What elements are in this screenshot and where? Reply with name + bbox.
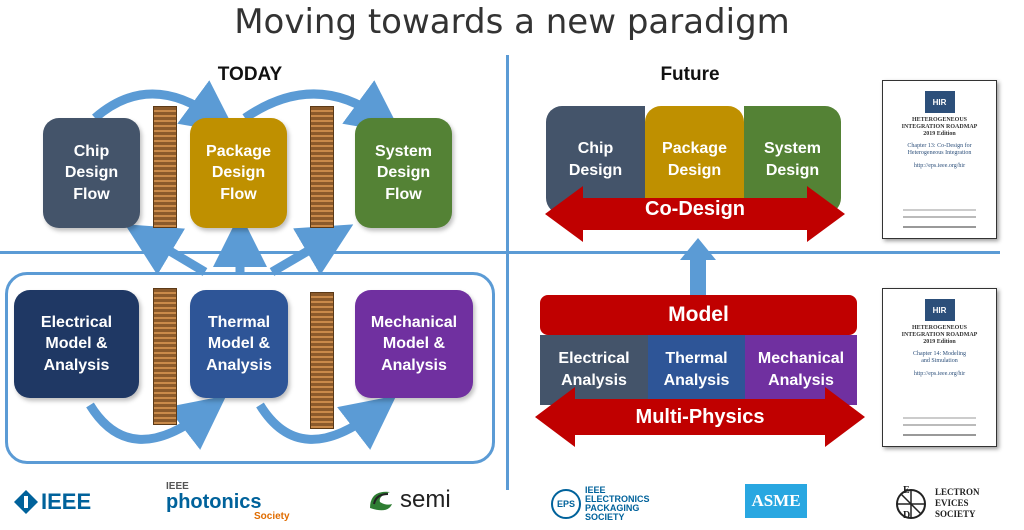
future-label: Future (660, 64, 720, 85)
roadmap-document-modeling[interactable]: HIR HETEROGENEOUS INTEGRATION ROADMAP 20… (882, 288, 997, 447)
asme-logo[interactable]: ASME (745, 484, 807, 518)
eps-text-line: ELECTRONICS (585, 494, 650, 504)
doc-divider (903, 424, 976, 426)
ieee-logo[interactable]: IEEE (14, 487, 91, 517)
roadmap-document-codesign[interactable]: HIR HETEROGENEOUS INTEGRATION ROADMAP 20… (882, 80, 997, 239)
svg-text:E: E (903, 485, 910, 496)
future-system-design-box: System Design (744, 106, 841, 214)
model-bar: Model (540, 295, 857, 335)
today-flow-arrows (86, 80, 402, 450)
hir-logo-icon: HIR (924, 91, 955, 113)
codesign-arrow (545, 186, 845, 242)
arrow-up-left (124, 224, 208, 276)
eps-badge-icon: EPS (551, 489, 581, 519)
multiphysics-label: Multi-Physics (635, 406, 765, 428)
doc-url: http://eps.ieee.org/hir (913, 371, 966, 377)
multiphysics-arrow (535, 387, 865, 447)
doc-url: http://eps.ieee.org/hir (913, 163, 966, 169)
arrow-up-right (269, 224, 354, 276)
photonics-society-logo[interactable]: IEEE photonics Society (166, 482, 290, 522)
eds-text-line: EVICES (935, 497, 969, 508)
codesign-label: Co-Design (645, 198, 745, 220)
svg-text:D: D (903, 510, 910, 521)
doc-heading: HETEROGENEOUS INTEGRATION ROADMAP 2019 E… (901, 325, 978, 346)
doc-divider (903, 434, 976, 436)
model-to-design-arrow (680, 238, 716, 298)
eps-text-line: SOCIETY (585, 512, 625, 522)
hir-logo-icon: HIR (924, 299, 955, 321)
semi-logo[interactable]: semi (366, 484, 451, 516)
arrow-chip-to-package (92, 80, 237, 135)
package-design-flow-box: Package Design Flow (190, 118, 287, 228)
future-electrical-analysis: Electrical Analysis (540, 335, 648, 405)
doc-heading: HETEROGENEOUS INTEGRATION ROADMAP 2019 E… (901, 117, 978, 138)
ieee-logo-text: IEEE (41, 489, 92, 514)
doc-divider (903, 216, 976, 218)
arrow-thermal-to-mechanical (256, 395, 397, 450)
doc-divider (903, 209, 976, 211)
vertical-divider (506, 55, 509, 490)
eds-text-line: SOCIETY (935, 508, 976, 519)
future-thermal-analysis: Thermal Analysis (648, 335, 745, 405)
interface-bar (153, 106, 177, 228)
today-label: TODAY (217, 64, 283, 85)
mechanical-model-box: Mechanical Model & Analysis (355, 290, 473, 398)
doc-divider (903, 417, 976, 419)
page-title: Moving towards a new paradigm (234, 2, 790, 42)
arrow-electrical-to-thermal (86, 395, 227, 450)
eds-text-line: LECTRON (935, 486, 980, 497)
analysis-container (5, 272, 495, 464)
eps-text-line: PACKAGING (585, 503, 640, 513)
doc-chapter: Chapter 13: Co-Design for Heterogeneous … (907, 143, 972, 157)
interface-bar (310, 292, 334, 429)
horizontal-divider (0, 251, 1000, 254)
electrical-model-box: Electrical Model & Analysis (14, 290, 139, 398)
interface-bar (310, 106, 334, 228)
photonics-main-text: photonics (166, 491, 262, 513)
electron-devices-society-logo[interactable]: E D LECTRON EVICES SOCIETY (893, 484, 980, 522)
eps-text-line: IEEE (585, 485, 606, 495)
chip-design-flow-box: Chip Design Flow (43, 118, 140, 228)
future-package-design-box: Package Design (645, 106, 744, 214)
arrow-package-to-system (242, 80, 402, 135)
asme-logo-text: ASME (751, 491, 801, 510)
semi-logo-text: semi (400, 486, 451, 513)
interface-bar (153, 288, 177, 425)
eds-globe-icon: E D (896, 485, 926, 521)
photonics-ieee-text: IEEE (166, 481, 189, 492)
semi-swirl-icon (370, 491, 392, 511)
photonics-society-text: Society (254, 511, 290, 522)
system-design-flow-box: System Design Flow (355, 118, 452, 228)
ieee-diamond-icon (14, 490, 38, 514)
future-chip-design-box: Chip Design (546, 106, 645, 214)
thermal-model-box: Thermal Model & Analysis (190, 290, 288, 398)
future-mechanical-analysis: Mechanical Analysis (745, 335, 857, 405)
eps-logo[interactable]: EPS IEEE ELECTRONICS PACKAGING SOCIETY (551, 485, 650, 522)
doc-chapter: Chapter 14: Modeling and Simulation (913, 351, 966, 365)
doc-divider (903, 226, 976, 228)
